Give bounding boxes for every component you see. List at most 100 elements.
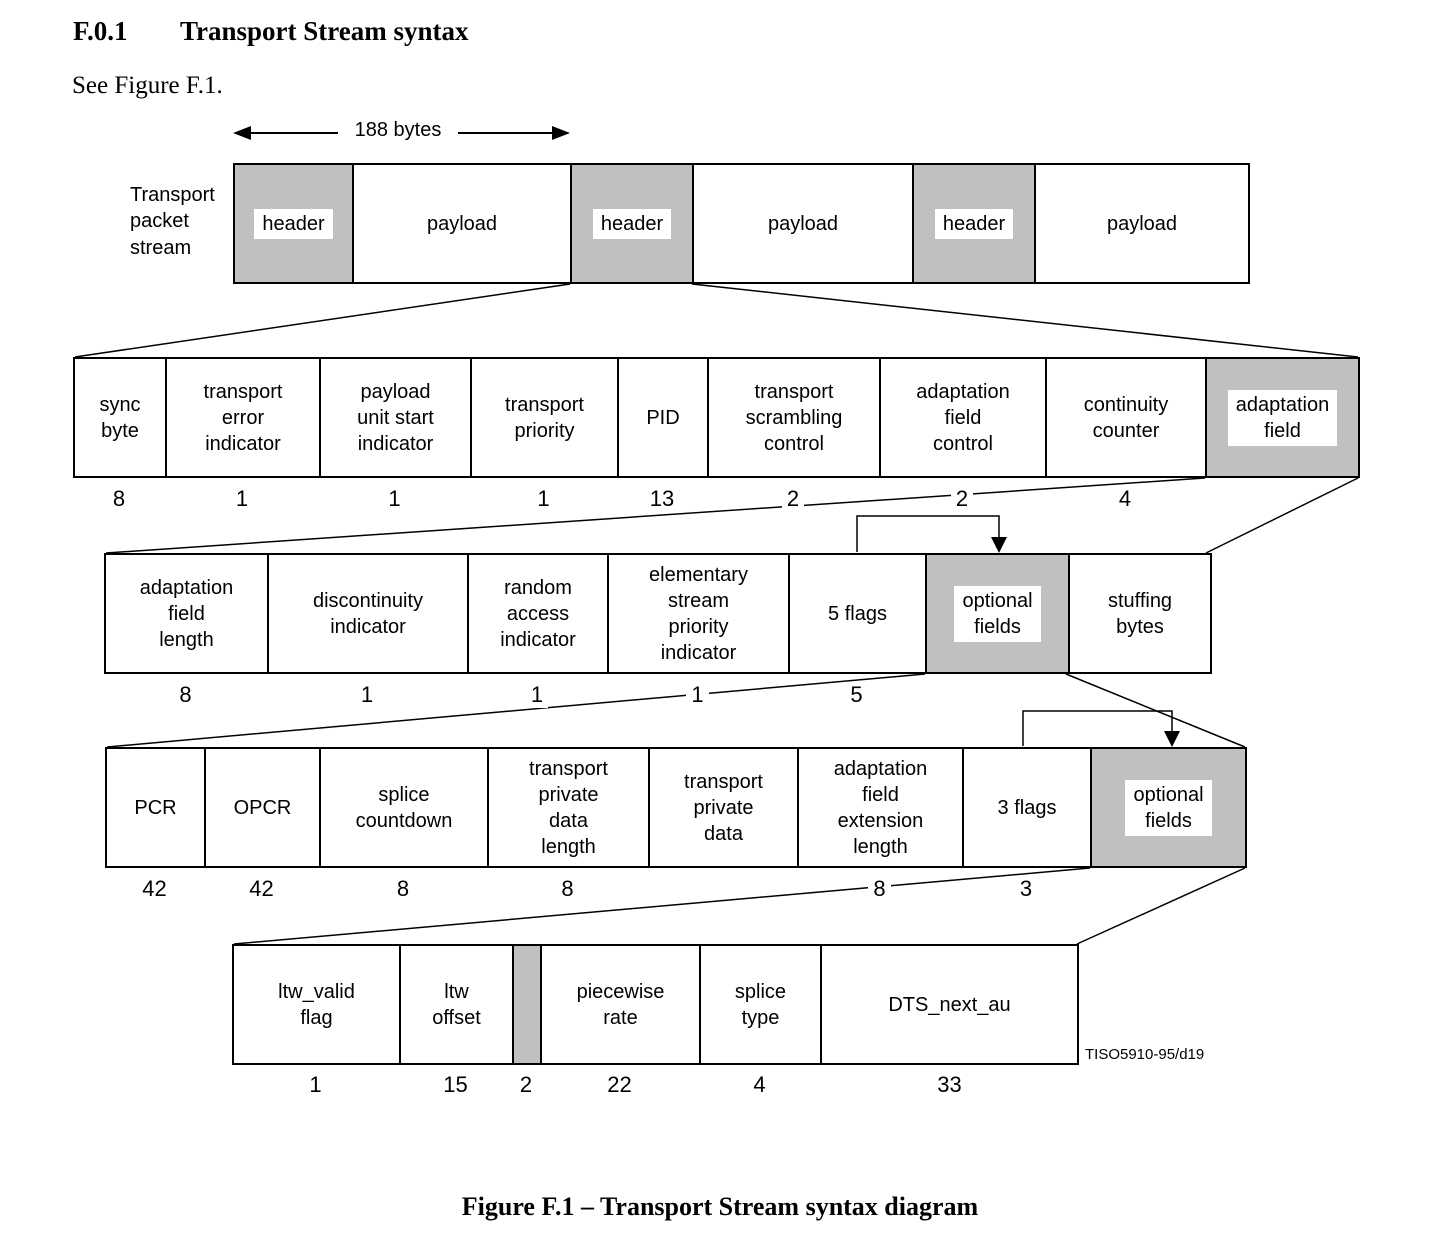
box-label: random access indicator: [500, 576, 576, 651]
bit-width-label: 8: [104, 682, 267, 708]
bit-width-label: 2: [879, 486, 1045, 512]
box-continuity-counter: continuity counter: [1045, 357, 1207, 478]
box-payload-unit-start-indicator: payload unit start indicator: [319, 357, 472, 478]
box-payload: payload: [1034, 163, 1250, 284]
box-label: adaptation field: [1227, 389, 1338, 446]
box-label: elementary stream priority indicator: [649, 563, 748, 664]
flags-to-optional-arrow-1: [856, 515, 1007, 553]
stream-row-label: Transport packet stream: [130, 184, 215, 259]
plate-id: TISO5910-95/d19: [1085, 1046, 1205, 1063]
box-label: adaptation field control: [916, 380, 1010, 455]
byte-arrow-label: 188 bytes: [354, 119, 442, 141]
box-transport-priority: transport priority: [470, 357, 619, 478]
bit-width-label: 15: [399, 1072, 512, 1098]
bit-width-label: 8: [487, 876, 648, 902]
box-splice-type: splice type: [699, 944, 822, 1065]
bit-width-label: 8: [797, 876, 962, 902]
box-optional-fields: optional fields: [1090, 747, 1247, 868]
box-label: piecewise rate: [576, 980, 665, 1029]
box-ltw-offset: ltw offset: [399, 944, 514, 1065]
right-arrow-icon: [552, 126, 570, 140]
box-payload: payload: [352, 163, 572, 284]
bit-width-label: 1: [267, 682, 467, 708]
bit-width-label: 22: [540, 1072, 699, 1098]
box-label: ltw offset: [432, 980, 481, 1029]
box-label: splice type: [734, 980, 787, 1029]
box-adaptation-field-length: adaptation field length: [104, 553, 269, 674]
bit-width-label: 1: [467, 682, 607, 708]
box-label: header: [592, 208, 672, 239]
box-label: payload: [767, 212, 839, 235]
box-random-access-indicator: random access indicator: [467, 553, 609, 674]
box-label: transport error indicator: [203, 380, 283, 455]
box-label: DTS_next_au: [888, 993, 1011, 1016]
bit-width-label: 8: [73, 486, 165, 512]
box-label: continuity counter: [1083, 393, 1169, 442]
box-label: optional fields: [1125, 779, 1212, 836]
bit-width-label: 1: [470, 486, 617, 512]
box-optional-fields: optional fields: [925, 553, 1070, 674]
box-label: PCR: [134, 796, 177, 819]
box-label: 3 flags: [997, 796, 1057, 819]
box-transport-private-data: transport private data: [648, 747, 799, 868]
box-label: transport private data: [684, 770, 763, 845]
box-piecewise-rate: piecewise rate: [540, 944, 701, 1065]
bit-width-label: 33: [820, 1072, 1079, 1098]
box-label: ltw_valid flag: [278, 980, 355, 1029]
box-label: payload unit start indicator: [357, 380, 434, 455]
box-stuffing-bytes: stuffing bytes: [1068, 553, 1212, 674]
bit-width-label: 2: [707, 486, 879, 512]
box-label: adaptation field extension length: [833, 757, 928, 858]
bit-width-label: 42: [204, 876, 319, 902]
box-transport-error-indicator: transport error indicator: [165, 357, 321, 478]
box-opcr: OPCR: [204, 747, 321, 868]
bit-width-label: 4: [1045, 486, 1205, 512]
bit-width-label: 8: [319, 876, 487, 902]
box-label: transport priority: [505, 393, 584, 442]
bit-width-label: 1: [607, 682, 788, 708]
figure-caption: Figure F.1 – Transport Stream syntax dia…: [461, 1192, 979, 1221]
box-label: 5 flags: [828, 602, 887, 625]
box-label: OPCR: [233, 796, 292, 819]
down-arrow-icon: [991, 537, 1007, 553]
box-pid: PID: [617, 357, 709, 478]
box-discontinuity-indicator: discontinuity indicator: [267, 553, 469, 674]
bit-width-label: 4: [699, 1072, 820, 1098]
box-label: header: [934, 208, 1014, 239]
box-label: transport scrambling control: [745, 380, 843, 455]
box-header: header: [570, 163, 694, 284]
bit-width-label: 42: [105, 876, 204, 902]
box-adaptation-field: adaptation field: [1205, 357, 1360, 478]
bit-width-label: 2: [512, 1072, 540, 1098]
box-5-flags: 5 flags: [788, 553, 927, 674]
box-header: header: [233, 163, 354, 284]
box-label: header: [254, 208, 333, 239]
bit-width-label: 13: [617, 486, 707, 512]
bit-width-label: 5: [788, 682, 925, 708]
box-label: optional fields: [954, 585, 1041, 642]
box-payload: payload: [692, 163, 914, 284]
box-label: transport private data length: [529, 757, 608, 858]
box-label: payload: [1106, 212, 1178, 235]
box-adaptation-field-control: adaptation field control: [879, 357, 1047, 478]
bit-width-label: 1: [165, 486, 319, 512]
box-label: PID: [646, 406, 680, 429]
box-elementary-stream-priority-indicator: elementary stream priority indicator: [607, 553, 790, 674]
box-dts-next-au: DTS_next_au: [820, 944, 1079, 1065]
box-sync-byte: sync byte: [73, 357, 167, 478]
bit-width-label: 1: [319, 486, 470, 512]
section-number: F.0.1: [73, 16, 128, 46]
box-label: payload: [426, 212, 498, 235]
box-transport-private-data-length: transport private data length: [487, 747, 650, 868]
box-label: stuffing bytes: [1107, 589, 1173, 638]
page-title: Transport Stream syntax: [180, 16, 469, 46]
box-label: splice countdown: [355, 783, 453, 832]
down-arrow-icon: [1164, 731, 1180, 747]
box-3-flags: 3 flags: [962, 747, 1092, 868]
left-arrow-icon: [233, 126, 251, 140]
box-label: adaptation field length: [139, 576, 234, 651]
box-transport-scrambling-control: transport scrambling control: [707, 357, 881, 478]
box-splice-countdown: splice countdown: [319, 747, 489, 868]
bit-width-label: 1: [232, 1072, 399, 1098]
